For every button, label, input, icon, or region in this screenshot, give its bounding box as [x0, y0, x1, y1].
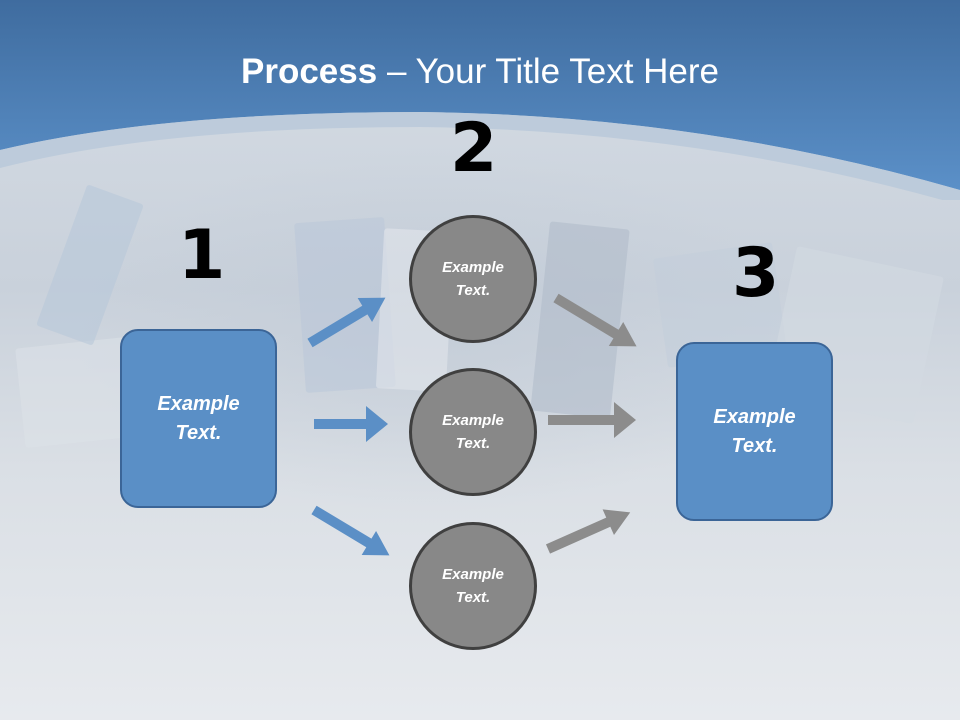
title-rest: – Your Title Text Here [377, 52, 719, 91]
step2-circle-top[interactable]: Example Text. [409, 215, 537, 343]
step2-circle-middle-text: Example Text. [442, 412, 504, 452]
step-number-1: 1 [178, 216, 226, 295]
gray-arrow-down [553, 293, 637, 347]
blue-arrow-right [314, 406, 388, 442]
blue-arrow-down [311, 505, 390, 556]
blue-arrow-up [307, 297, 386, 348]
header-curve [0, 0, 960, 190]
step2-circle-top-text: Example Text. [442, 259, 504, 299]
step2-circle-bottom-text: Example Text. [442, 566, 504, 606]
title-bold: Process [241, 52, 378, 91]
header-band [0, 0, 960, 200]
step2-circle-middle[interactable]: Example Text. [409, 368, 537, 496]
gray-arrow-right [548, 402, 636, 438]
step-number-3: 3 [732, 234, 780, 313]
step1-box[interactable]: Example Text. [120, 329, 277, 508]
step2-circle-bottom[interactable]: Example Text. [409, 522, 537, 650]
step3-text: Example Text. [713, 405, 796, 457]
step-number-2: 2 [450, 109, 498, 188]
page-title: Process – Your Title Text Here [0, 52, 960, 92]
header-swoosh [0, 112, 960, 200]
gray-arrow-up [545, 509, 631, 554]
step1-text: Example Text. [157, 392, 240, 444]
step3-box[interactable]: Example Text. [676, 342, 833, 521]
